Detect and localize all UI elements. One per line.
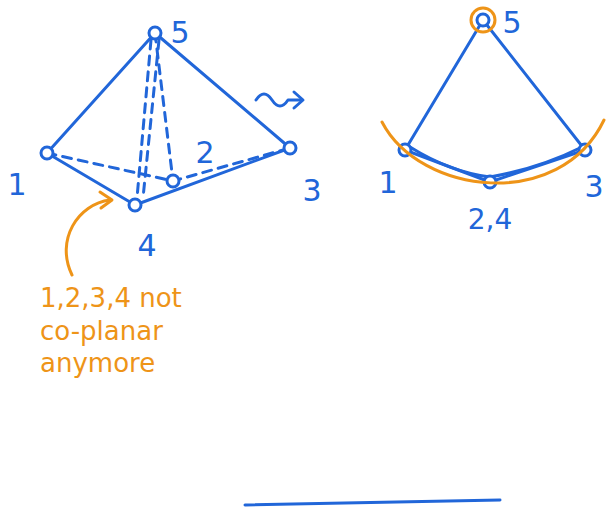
- vertex: [129, 199, 141, 211]
- highlight-arc: [382, 120, 604, 183]
- vertex-number: 2,4: [468, 205, 513, 236]
- vertex-number: 3: [584, 170, 603, 203]
- flattened-edges: [405, 20, 585, 150]
- callout-arrow-head: [100, 192, 112, 208]
- annotation-note: 1,2,3,4 not co-planar anymore: [40, 282, 220, 380]
- squiggle-arrow: [256, 94, 302, 106]
- arrow-head: [294, 92, 303, 108]
- vertex-number: 5: [170, 16, 189, 49]
- vertex-number: 4: [137, 229, 156, 262]
- vertex-number: 5: [502, 6, 521, 39]
- vertex-number: 2: [195, 136, 214, 169]
- pyramid-solid-edges: [47, 33, 290, 205]
- vertex-number: 1: [7, 168, 26, 201]
- vertex-number: 3: [302, 174, 321, 207]
- vertex: [149, 27, 161, 39]
- vertex: [477, 14, 489, 26]
- highlight-circle: [471, 8, 495, 32]
- callout-arrow: [66, 200, 110, 275]
- rule-line: [245, 500, 500, 505]
- flattened-edges: [410, 147, 582, 177]
- vertex: [41, 147, 53, 159]
- vertex: [167, 175, 179, 187]
- vertex: [284, 142, 296, 154]
- vertex-number: 1: [378, 166, 397, 199]
